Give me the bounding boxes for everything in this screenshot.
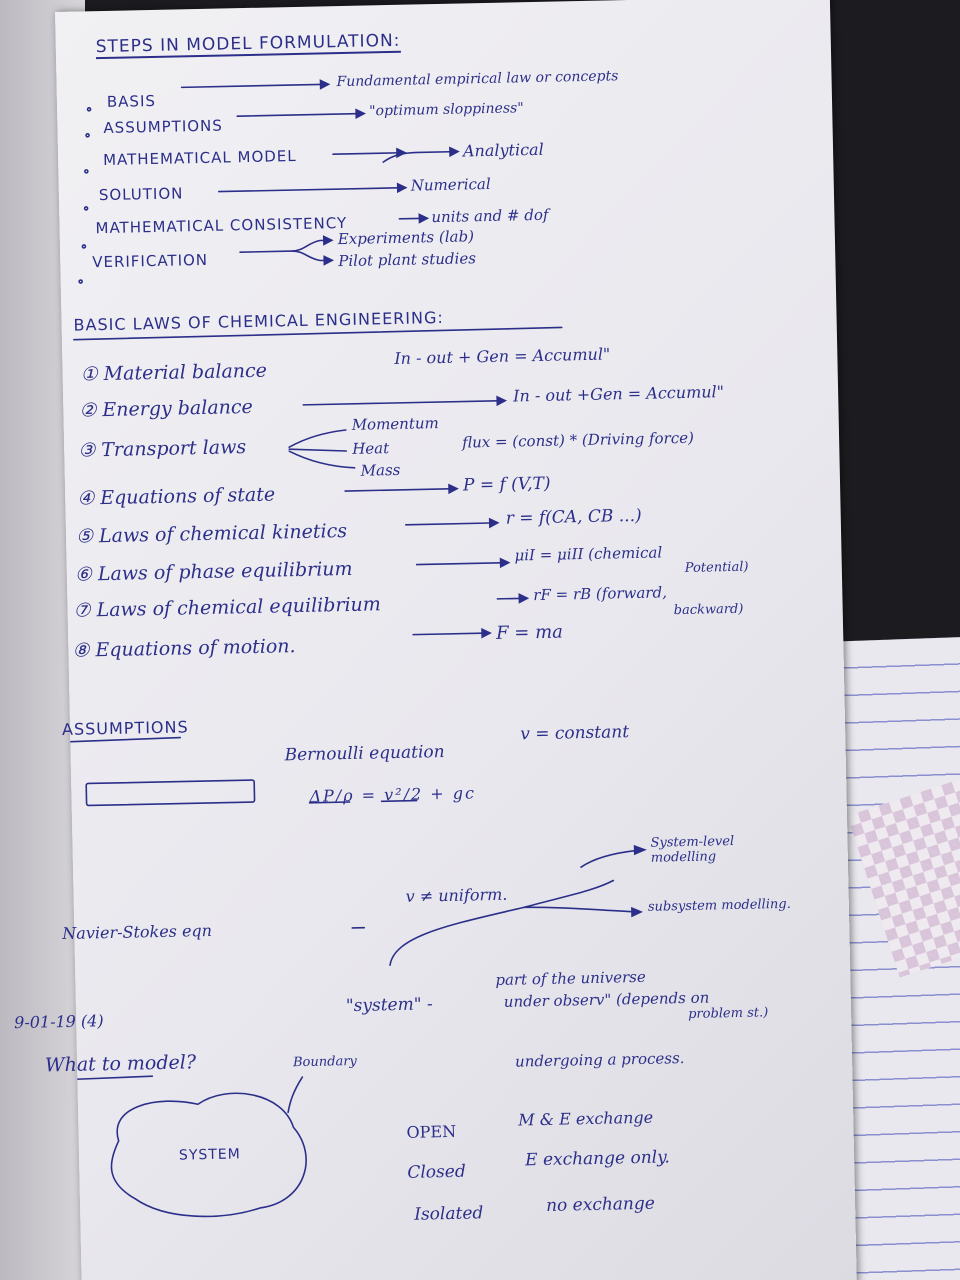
fraction-bar-2 (380, 799, 418, 803)
type-isolated: Isolated (414, 1203, 484, 1225)
law-8-rel: F = ma (495, 621, 564, 644)
transport-heat: Heat (352, 439, 390, 458)
arrow-assumptions (236, 112, 363, 118)
law-5-rel: r = f(CA, CB ...) (505, 505, 642, 529)
verification-lab: Experiments (lab) (337, 227, 475, 249)
arrow-kinetics (405, 522, 497, 526)
law-8-name: ⑧ Equations of motion. (72, 635, 296, 662)
law-7-rel: rF = rB (forward, (533, 583, 668, 605)
step-assumptions: ASSUMPTIONS (103, 116, 224, 138)
bernoulli-label: Bernoulli equation (284, 742, 445, 766)
boundary-arrow (287, 1076, 304, 1114)
step-consistency-note: units and # dof (431, 205, 549, 227)
arrow-model (332, 151, 404, 156)
v-not-uniform: v ≠ uniform. (405, 884, 508, 906)
arrow-energy (302, 399, 505, 406)
boundary-label: Boundary (292, 1053, 357, 1071)
bullet (78, 279, 83, 284)
arrow-solution (217, 186, 405, 193)
arrow-verify-down (291, 250, 332, 262)
laws-underline (73, 326, 563, 341)
system-blob-label: SYSTEM (178, 1146, 241, 1164)
bernoulli-equation: ΔP/ρ = v²/2 + gc (309, 783, 477, 806)
system-term: "system" - (345, 994, 433, 1017)
type-open-desc: M & E exchange (518, 1107, 654, 1130)
arrow-analytical (382, 150, 457, 163)
type-closed-desc: E exchange only. (524, 1147, 671, 1171)
date-label: 9-01-19 (4) (13, 1011, 104, 1033)
step-assumptions-note: "optimum sloppiness" (368, 100, 524, 120)
bullet (85, 133, 90, 138)
fraction-bar-1 (308, 801, 351, 804)
law-1-name: ① Material balance (80, 359, 268, 386)
arrow-phase (415, 561, 508, 566)
type-open: OPEN (406, 1121, 457, 1142)
subsystem-modelling: subsystem modelling. (647, 896, 791, 915)
step-verification: VERIFICATION (92, 250, 209, 272)
step-solution: SOLUTION (98, 184, 184, 205)
branch-system-level (580, 849, 644, 868)
model-type-analytical: Analytical (462, 139, 544, 161)
branch-subsystem (523, 906, 640, 913)
system-def-3: problem st.) (687, 1005, 769, 1022)
blank-box (85, 779, 256, 807)
law-4-name: ④ Equations of state (76, 483, 276, 510)
arrow-basis (180, 83, 328, 89)
bullet (81, 244, 87, 249)
bullet (83, 206, 89, 211)
transport-mass: Mass (360, 460, 401, 480)
verification-pilot: Pilot plant studies (338, 249, 477, 271)
bullet (84, 169, 89, 174)
transport-momentum: Momentum (351, 414, 439, 434)
model-type-numerical: Numerical (410, 174, 491, 195)
step-basis: BASIS (106, 91, 157, 111)
system-def-1: part of the universe (495, 967, 646, 989)
arrow-motion (412, 632, 489, 636)
law-6-extra: Potential) (684, 559, 749, 576)
branch-momentum (288, 429, 347, 448)
what-to-model-heading: What to model? (44, 1051, 197, 1077)
law-3-name: ③ Transport laws (77, 436, 247, 462)
branch-heat (288, 448, 348, 452)
v-constant: v = constant (520, 722, 630, 745)
system-level-modelling: System-level modelling (650, 833, 735, 866)
branch-mass (288, 450, 356, 469)
assumptions-underline (61, 736, 182, 743)
type-closed: Closed (407, 1161, 466, 1183)
type-isolated-desc: no exchange (545, 1193, 656, 1216)
pen-strokes (55, 79, 647, 1218)
arrow-verify-up (239, 239, 331, 253)
system-blob (110, 1092, 307, 1218)
law-2-name: ② Energy balance (79, 395, 254, 422)
navier-stokes: Navier-Stokes eqn (62, 920, 213, 944)
branch-link (389, 879, 615, 966)
law-6-rel: μiI = μiII (chemical (514, 543, 663, 565)
law-7-extra: backward) (673, 601, 744, 619)
law-4-rel: P = f (V,T) (462, 473, 551, 496)
bullet (86, 107, 92, 112)
system-def-4: undergoing a process. (514, 1049, 685, 1071)
arrow-eos (344, 487, 456, 492)
assumptions-title: ASSUMPTIONS (61, 717, 189, 740)
notebook-page: STEPS IN MODEL FORMULATION: BASIS Fundam… (14, 0, 857, 1280)
